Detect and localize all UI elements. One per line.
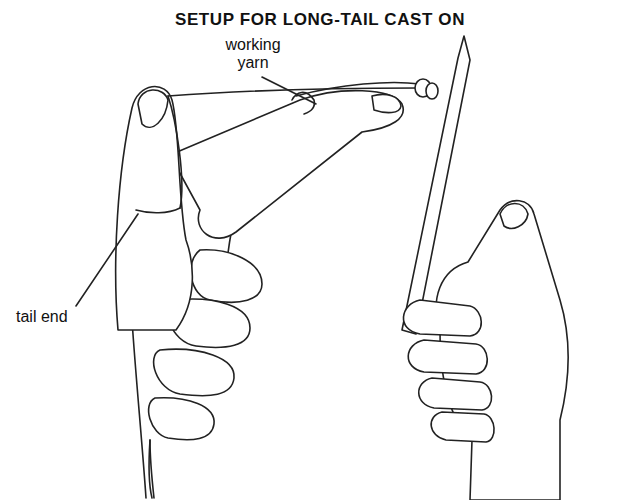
left-hand bbox=[170, 91, 403, 239]
leader-line bbox=[262, 77, 316, 104]
left-hand bbox=[154, 349, 234, 395]
right-hand bbox=[419, 378, 492, 410]
left-hand bbox=[116, 87, 193, 330]
left-hand bbox=[149, 398, 215, 440]
right-hand bbox=[403, 300, 481, 336]
right-hand bbox=[408, 340, 487, 374]
yarn bbox=[136, 208, 180, 213]
title: SETUP FOR LONG-TAIL CAST ON bbox=[0, 10, 640, 30]
fingernail bbox=[138, 90, 168, 127]
left-hand bbox=[191, 250, 262, 302]
part-label: working yarn bbox=[212, 36, 294, 72]
left-hand bbox=[149, 440, 152, 498]
part-label: tail end bbox=[16, 308, 106, 326]
yarn bbox=[292, 92, 314, 114]
fingernail bbox=[500, 204, 528, 229]
yarn bbox=[150, 440, 154, 498]
leader-line bbox=[76, 214, 138, 306]
fingernail bbox=[372, 94, 401, 112]
slip-knot bbox=[426, 83, 438, 99]
yarn bbox=[168, 96, 182, 208]
yarn bbox=[296, 83, 420, 97]
right-hand bbox=[431, 412, 494, 442]
